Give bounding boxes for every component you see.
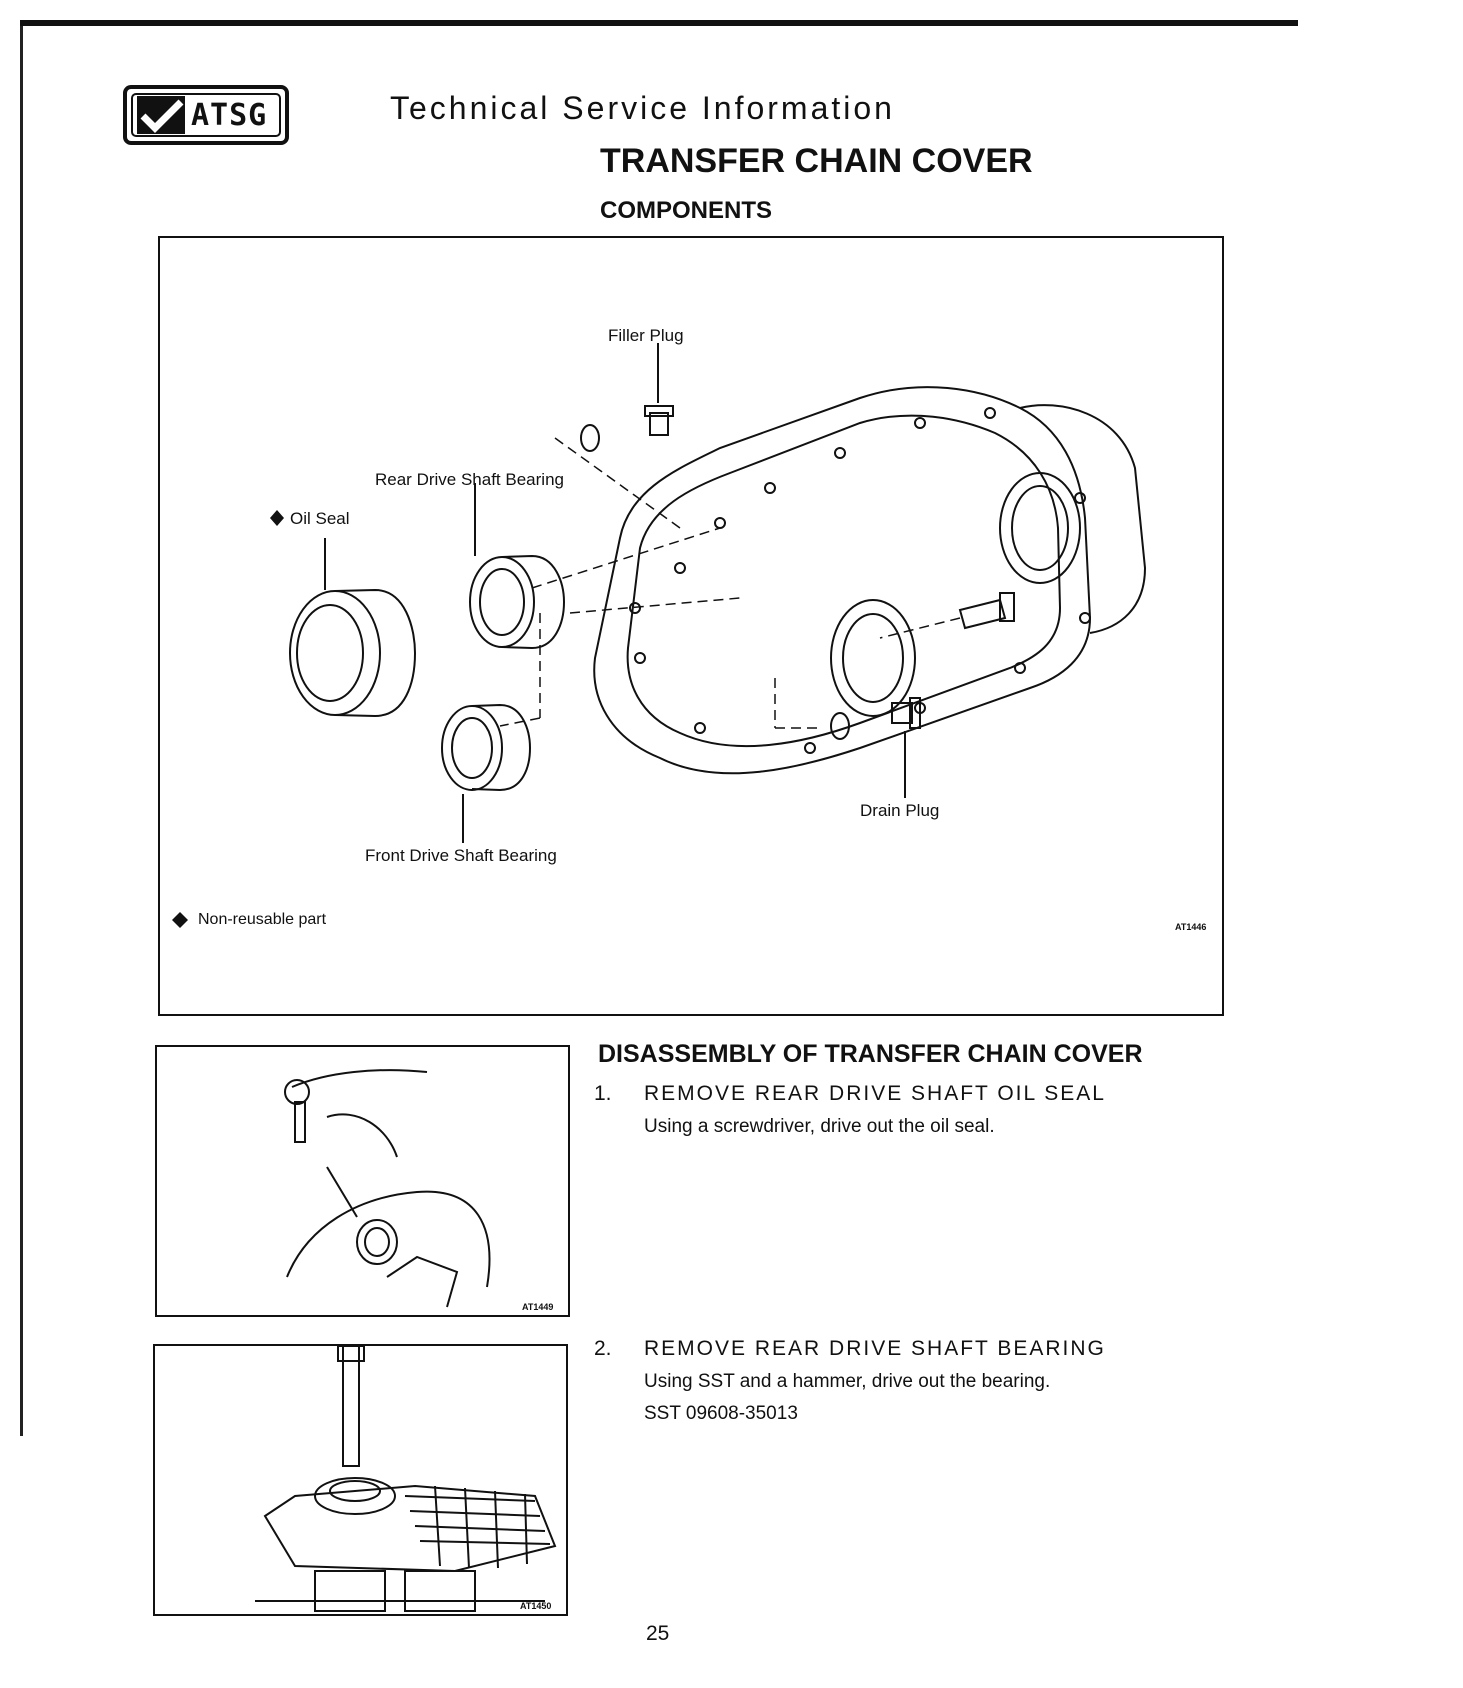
label-rear-drive-shaft-bearing: Rear Drive Shaft Bearing: [375, 470, 564, 489]
step-text: Using a screwdriver, drive out the oil s…: [644, 1116, 995, 1137]
atsg-logo: ATSG: [123, 85, 289, 145]
step2-figure: AT1450: [153, 1344, 568, 1616]
left-rule: [20, 26, 23, 1436]
components-figure: Filler Plug Rear Drive Shaft Bearing Oil…: [158, 236, 1224, 1016]
step-text: Using SST and a hammer, drive out the be…: [644, 1371, 1051, 1392]
doc-type: Technical Service Information: [390, 90, 895, 126]
label-filler-plug: Filler Plug: [608, 326, 684, 345]
checkmark-icon: [137, 96, 185, 134]
diamond-icon: [270, 510, 284, 526]
label-oil-seal: Oil Seal: [290, 509, 350, 528]
diamond-icon: [172, 912, 188, 928]
figure-code: AT1449: [522, 1302, 554, 1312]
step-sst: SST 09608-35013: [644, 1403, 798, 1424]
step1-figure: AT1449: [155, 1045, 570, 1317]
step2-drawing: [255, 1346, 557, 1612]
figure-code: AT1446: [1175, 922, 1207, 932]
step-number: 2.: [594, 1337, 612, 1360]
top-rule: [20, 20, 1298, 26]
label-drain-plug: Drain Plug: [860, 801, 940, 820]
step1-drawing: [284, 1069, 491, 1308]
disassembly-title: DISASSEMBLY OF TRANSFER CHAIN COVER: [598, 1040, 1143, 1068]
logo-text: ATSG: [191, 97, 268, 133]
label-front-drive-shaft-bearing: Front Drive Shaft Bearing: [365, 846, 557, 865]
section-subtitle: COMPONENTS: [600, 197, 773, 224]
step-heading: REMOVE REAR DRIVE SHAFT BEARING: [644, 1337, 1106, 1360]
page-number: 25: [646, 1622, 670, 1645]
step-heading: REMOVE REAR DRIVE SHAFT OIL SEAL: [644, 1082, 1106, 1105]
legend-non-reusable: Non-reusable part: [198, 911, 327, 928]
figure-code: AT1450: [520, 1601, 552, 1611]
page-title: TRANSFER CHAIN COVER: [600, 142, 1033, 180]
step-number: 1.: [594, 1082, 612, 1105]
components-drawing: [172, 343, 1147, 928]
